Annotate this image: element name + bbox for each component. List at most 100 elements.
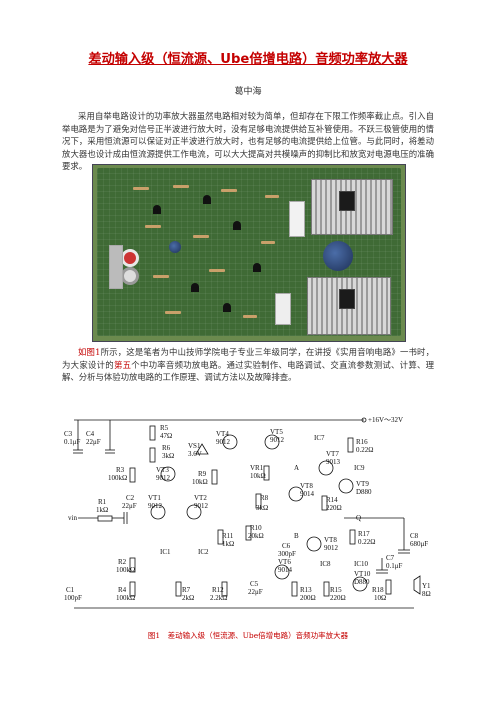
vt2-label: VT2 bbox=[194, 494, 207, 502]
c5-value: 22μF bbox=[248, 588, 263, 596]
ic1-label: IC1 bbox=[160, 548, 171, 556]
vt9-label: VT9 bbox=[356, 480, 369, 488]
r15-value: 220Ω bbox=[330, 594, 346, 602]
r7-value: 2kΩ bbox=[182, 594, 194, 602]
c2-value: 22μF bbox=[122, 502, 137, 510]
vt5-label: VT5 bbox=[270, 428, 283, 436]
intro-paragraph: 采用自举电路设计的功率放大器虽然电路相对较为简单，但却存在下限工作频率截止点。引… bbox=[62, 111, 434, 172]
small-capacitor bbox=[169, 241, 181, 253]
transistor bbox=[153, 205, 161, 214]
vt6-value: 9014 bbox=[278, 566, 293, 574]
c3-value: 0.1μF bbox=[64, 438, 81, 446]
circuit-board-photo bbox=[92, 164, 406, 342]
resistor bbox=[265, 195, 279, 198]
node-b-label: B bbox=[294, 532, 299, 540]
resistor bbox=[193, 235, 209, 238]
vt6-label: VT6 bbox=[278, 558, 291, 566]
vt3-value: 9012 bbox=[156, 474, 171, 482]
output-connector bbox=[275, 293, 291, 325]
r6-value: 3kΩ bbox=[162, 452, 174, 460]
vs1-value: 3.6V bbox=[188, 450, 202, 458]
rca-input-white bbox=[121, 267, 139, 285]
r8-label: R8 bbox=[260, 494, 269, 502]
r16-label: R16 bbox=[356, 438, 368, 446]
c1-label: C1 bbox=[66, 586, 75, 594]
rp1-label: VR1 bbox=[250, 464, 264, 472]
power-connector bbox=[289, 201, 305, 237]
supply-label: +16V～32V bbox=[368, 416, 403, 424]
rp1-value: 10kΩ bbox=[250, 472, 266, 480]
vt1-value: 9012 bbox=[148, 502, 163, 510]
y1-label: Y1 bbox=[422, 582, 431, 590]
c7-value: 0.1μF bbox=[386, 562, 403, 570]
description-text-b: 个中功率音频功放电路。通过实验制作、电路调试、交直流参数测试、计算、理解、分析与… bbox=[62, 359, 435, 383]
figure-caption: 图1 差动输入级（恒流源、Ube倍增电路）音频功率放大器 bbox=[147, 631, 349, 640]
r12-label: R12 bbox=[212, 586, 224, 594]
r3-label: R3 bbox=[116, 466, 125, 474]
transistor bbox=[223, 303, 231, 312]
r17-label: R17 bbox=[358, 530, 370, 538]
vt2-value: 9012 bbox=[194, 502, 209, 510]
vt3-label: VT3 bbox=[156, 466, 169, 474]
r15-label: R15 bbox=[330, 586, 342, 594]
vt10-value: D880 bbox=[354, 578, 370, 586]
description-paragraph: 如图1所示，这是笔者为中山技师学院电子专业三年级同学，在讲授《实用音响电路》一书… bbox=[62, 346, 434, 384]
c4-value: 22μF bbox=[86, 438, 101, 446]
c1-value: 100pF bbox=[64, 594, 82, 602]
description-text-a: 所示，这是笔者为中山技师学院电子专业三年级同学，在讲授《实用音响电路》一书时，为… bbox=[62, 347, 434, 370]
r3-value: 100kΩ bbox=[108, 474, 127, 482]
resistor bbox=[173, 185, 189, 188]
c6-value: 300pF bbox=[278, 550, 296, 558]
power-transistor-bottom bbox=[339, 289, 355, 309]
r13-value: 200Ω bbox=[300, 594, 316, 602]
r5-label: R5 bbox=[160, 424, 169, 432]
resistor bbox=[221, 189, 237, 192]
resistor bbox=[243, 315, 257, 318]
c6-label: C6 bbox=[282, 542, 291, 550]
c3-label: C3 bbox=[64, 430, 73, 438]
vt9-value: D880 bbox=[356, 488, 372, 496]
power-transistor-top bbox=[339, 191, 355, 211]
c2-label: C2 bbox=[126, 494, 135, 502]
r9-value: 10kΩ bbox=[192, 478, 208, 486]
r1-value: 1kΩ bbox=[96, 506, 108, 514]
r14-value: 220Ω bbox=[326, 504, 342, 512]
c5-label: C5 bbox=[250, 580, 259, 588]
r11-label: R11 bbox=[222, 532, 234, 540]
rca-input-red bbox=[121, 249, 139, 267]
vt8b-value: 9012 bbox=[324, 544, 339, 552]
r6-label: R6 bbox=[162, 444, 171, 452]
author: 葛中海 bbox=[234, 87, 262, 97]
vt10-label: VT10 bbox=[354, 570, 371, 578]
r11-value: 1kΩ bbox=[222, 540, 234, 548]
r16-value: 0.22Ω bbox=[356, 446, 373, 454]
vin-label: vin bbox=[68, 514, 77, 522]
vt4-label: VT4 bbox=[216, 430, 229, 438]
filter-capacitor bbox=[323, 241, 353, 271]
r8-value: 3kΩ bbox=[256, 504, 268, 512]
r4-value: 100kΩ bbox=[116, 594, 135, 602]
input-jack-block bbox=[109, 245, 123, 289]
r18-label: R18 bbox=[372, 586, 384, 594]
vt7-value: 9013 bbox=[326, 458, 341, 466]
r2-label: R2 bbox=[118, 558, 127, 566]
ic8-label: IC8 bbox=[320, 560, 331, 568]
node-a-label: A bbox=[294, 464, 299, 472]
resistor bbox=[165, 311, 181, 314]
transistor bbox=[233, 221, 241, 230]
c8-value: 680μF bbox=[410, 540, 428, 548]
vt5-value: 9012 bbox=[270, 436, 285, 444]
r10-label: R10 bbox=[250, 524, 262, 532]
figure-reference: 如图1 bbox=[78, 347, 101, 357]
vt4-value: 9012 bbox=[216, 438, 231, 446]
r12-value: 2.2kΩ bbox=[210, 594, 227, 602]
r5-value: 47Ω bbox=[160, 432, 172, 440]
circuit-schematic: +16V～32V C3 0.1μF C4 22μF R5 47Ω R6 3kΩ … bbox=[64, 416, 431, 609]
r9-label: R9 bbox=[198, 470, 207, 478]
ic2-label: IC2 bbox=[198, 548, 209, 556]
r18-value: 10Ω bbox=[374, 594, 386, 602]
y1-value: 8Ω bbox=[422, 590, 431, 598]
c4-label: C4 bbox=[86, 430, 95, 438]
r10-value: 20kΩ bbox=[248, 532, 264, 540]
resistor bbox=[153, 275, 169, 278]
